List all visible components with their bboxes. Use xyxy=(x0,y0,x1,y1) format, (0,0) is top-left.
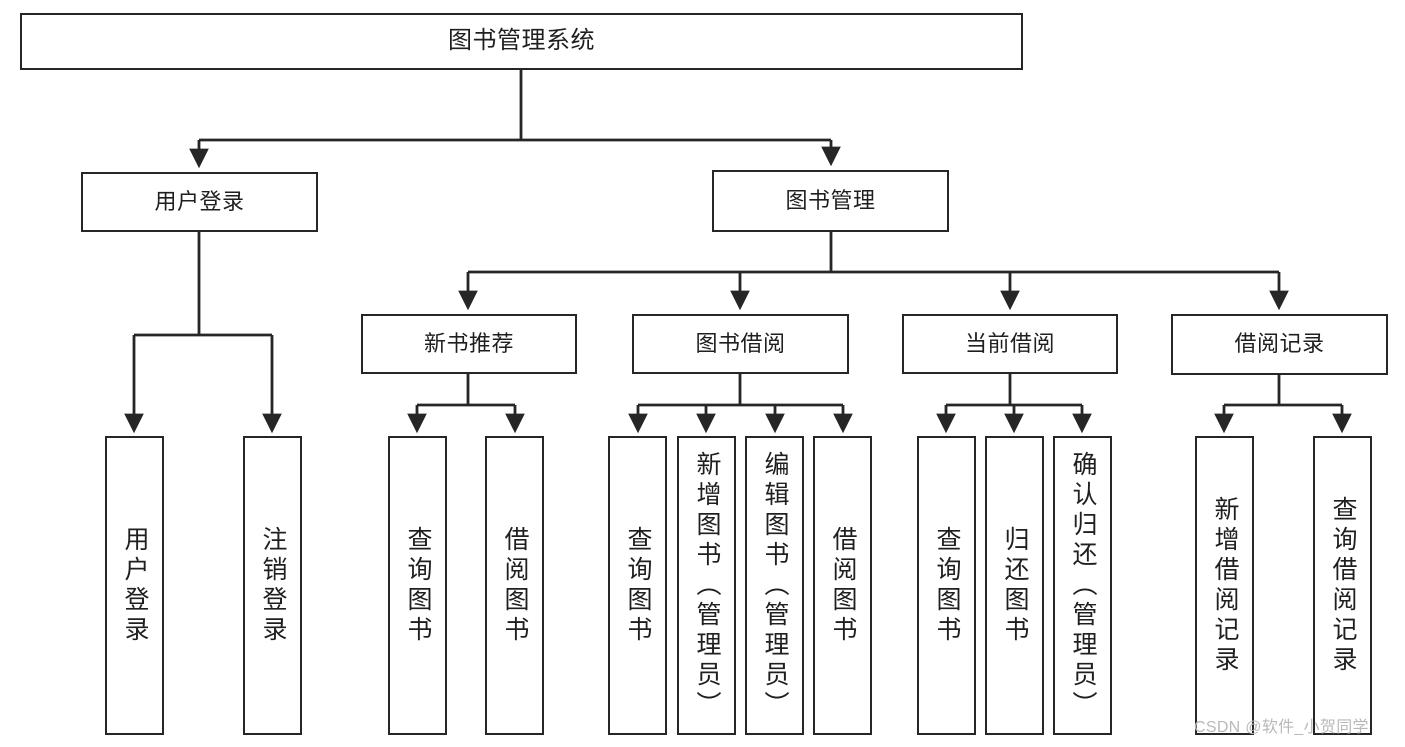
node-label: 图书管理 xyxy=(785,187,876,213)
node-root-system[interactable]: 图书管理系统 xyxy=(20,13,1023,70)
node-label: 新增借阅记录 xyxy=(1211,495,1239,676)
node-label: 注销登录 xyxy=(259,525,287,646)
node-new-book-recommend[interactable]: 新书推荐 xyxy=(361,314,577,374)
leaf-new-book-borrow[interactable]: 借阅图书 xyxy=(485,436,544,735)
node-label: 查询借阅记录 xyxy=(1329,495,1357,676)
node-label: 图书管理系统 xyxy=(448,27,595,55)
leaf-book-borrow-borrow[interactable]: 借阅图书 xyxy=(813,436,872,735)
node-borrow-record[interactable]: 借阅记录 xyxy=(1171,314,1388,375)
leaf-book-borrow-query[interactable]: 查询图书 xyxy=(608,436,667,735)
leaf-book-borrow-add[interactable]: 新增图书（管理员） xyxy=(677,436,736,735)
node-label: 查询图书 xyxy=(624,525,652,646)
leaf-new-book-query[interactable]: 查询图书 xyxy=(388,436,447,735)
node-label: 新书推荐 xyxy=(423,330,514,356)
leaf-user-login-logout[interactable]: 注销登录 xyxy=(243,436,302,735)
leaf-current-borrow-confirm[interactable]: 确认归还（管理员） xyxy=(1053,436,1112,735)
node-label: 确认归还（管理员） xyxy=(1069,450,1097,721)
node-label: 查询图书 xyxy=(933,525,961,646)
leaf-borrow-record-query[interactable]: 查询借阅记录 xyxy=(1313,436,1372,735)
node-current-borrow[interactable]: 当前借阅 xyxy=(902,314,1118,374)
node-label: 当前借阅 xyxy=(964,330,1055,356)
node-label: 用户登录 xyxy=(121,525,149,646)
node-label: 借阅记录 xyxy=(1234,331,1325,357)
node-book-borrow[interactable]: 图书借阅 xyxy=(632,314,849,374)
node-book-management[interactable]: 图书管理 xyxy=(712,170,949,232)
node-label: 新增图书（管理员） xyxy=(693,450,721,721)
node-label: 图书借阅 xyxy=(695,330,786,356)
node-label: 归还图书 xyxy=(1001,525,1029,646)
node-label: 编辑图书（管理员） xyxy=(761,450,789,721)
node-label: 查询图书 xyxy=(404,525,432,646)
leaf-current-borrow-query[interactable]: 查询图书 xyxy=(917,436,976,735)
leaf-user-login-login[interactable]: 用户登录 xyxy=(105,436,164,735)
node-user-login[interactable]: 用户登录 xyxy=(81,172,318,232)
leaf-borrow-record-add[interactable]: 新增借阅记录 xyxy=(1195,436,1254,735)
node-label: 用户登录 xyxy=(154,188,245,214)
leaf-current-borrow-return[interactable]: 归还图书 xyxy=(985,436,1044,735)
csdn-watermark: CSDN @软件_小贺同学 xyxy=(1194,719,1369,736)
leaf-book-borrow-edit[interactable]: 编辑图书（管理员） xyxy=(745,436,804,735)
node-label: 借阅图书 xyxy=(501,525,529,646)
node-label: 借阅图书 xyxy=(829,525,857,646)
